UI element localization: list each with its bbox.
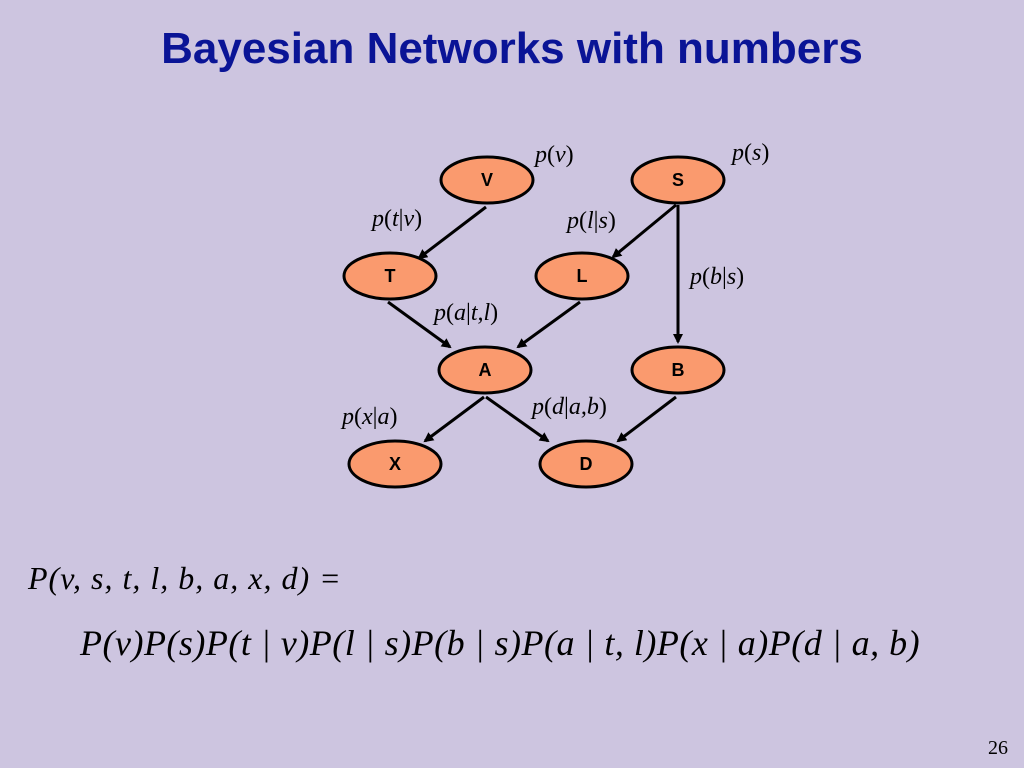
label-p-s-open: ( [744, 140, 752, 166]
edge-l-a [516, 300, 581, 349]
label-p-a-given-t-l-var: a [454, 300, 466, 326]
label-p-v-close: ) [566, 142, 574, 168]
label-p-b-given-s-close: ) [736, 264, 744, 290]
label-p-s: p(s) [730, 140, 769, 166]
label-p-l-given-s: p(l|s) [565, 208, 616, 234]
label-p-b-given-s-p: p [688, 264, 702, 290]
label-p-t-given-v-open: ( [384, 206, 392, 232]
label-p-l-given-s-open: ( [579, 208, 587, 234]
edge-t-a [387, 300, 452, 349]
node-l-shape [534, 251, 630, 301]
edges [387, 203, 683, 443]
label-p-a-given-t-l-open: ( [446, 300, 454, 326]
node-a-shape [437, 345, 533, 395]
edge-a-x [423, 395, 485, 443]
label-p-x-given-a-given: a [377, 404, 389, 430]
label-p-x-given-a-close: ) [389, 404, 397, 430]
node-b-label: B [672, 360, 685, 380]
label-p-x-given-a-bar: | [373, 404, 378, 430]
node-s-label: S [672, 170, 684, 190]
label-p-s-p: p [730, 140, 744, 166]
label-p-t-given-v-var: t [392, 206, 400, 232]
joint-probability-lhs: P(v, s, t, l, b, a, x, d) = [28, 560, 342, 596]
label-p-t-given-v-given: v [403, 206, 414, 232]
label-p-b-given-s-var: b [710, 264, 722, 290]
label-p-d-given-a-b-close: ) [599, 394, 607, 420]
label-p-b-given-s-open: ( [702, 264, 710, 290]
label-p-b-given-s: p(b|s) [688, 264, 744, 290]
label-p-l-given-s-given: s [598, 208, 607, 234]
label-p-v-p: p [533, 142, 547, 168]
node-l-label: L [577, 266, 588, 286]
edge-b-d [616, 395, 677, 443]
label-p-d-given-a-b-var: d [552, 394, 565, 420]
label-p-d-given-a-b-bar: | [564, 394, 569, 420]
label-p-x-given-a: p(x|a) [340, 404, 397, 430]
node-d-label: D [580, 454, 593, 474]
label-p-x-given-a-var: x [361, 404, 373, 430]
label-p-t-given-v: p(t|v) [370, 206, 422, 232]
node-v-label: V [481, 170, 493, 190]
label-p-l-given-s-p: p [565, 208, 579, 234]
edge-a-d [485, 395, 550, 443]
slide-title: Bayesian Networks with numbers [161, 24, 863, 73]
label-p-a-given-t-l-given: t,l [471, 300, 491, 326]
label-p-b-given-s-given: s [727, 264, 736, 290]
label-p-x-given-a-p: p [340, 404, 354, 430]
label-p-a-given-t-l-close: ) [490, 300, 498, 326]
edge-v-t [417, 205, 487, 260]
node-x: X [347, 439, 443, 489]
node-t-shape [342, 251, 438, 301]
label-p-a-given-t-l-p: p [432, 300, 446, 326]
node-v: V [439, 155, 535, 205]
node-d-shape [538, 439, 634, 489]
label-p-l-given-s-close: ) [608, 208, 616, 234]
label-p-a-given-t-l: p(a|t,l) [432, 300, 498, 326]
label-p-t-given-v-bar: | [399, 206, 404, 232]
label-p-t-given-v-close: ) [414, 206, 422, 232]
label-p-x-given-a-open: ( [354, 404, 362, 430]
label-p-v-open: ( [547, 142, 555, 168]
label-p-b-given-s-bar: | [722, 264, 727, 290]
node-b: B [630, 345, 726, 395]
node-t-label: T [385, 266, 396, 286]
node-t: T [342, 251, 438, 301]
node-a: A [437, 345, 533, 395]
node-d: D [538, 439, 634, 489]
page-number: 26 [988, 737, 1008, 759]
node-s-shape [630, 155, 726, 205]
label-p-v: p(v) [533, 142, 574, 168]
joint-probability-factorization: P(v)P(s)P(t | v)P(l | s)P(b | s)P(a | t,… [80, 623, 921, 663]
label-p-a-given-t-l-bar: | [466, 300, 471, 326]
label-p-s-var: s [752, 140, 761, 166]
node-l: L [534, 251, 630, 301]
label-p-v-var: v [555, 142, 566, 168]
label-p-d-given-a-b-given: a,b [569, 394, 599, 420]
node-x-shape [347, 439, 443, 489]
node-b-shape [630, 345, 726, 395]
edge-s-l [611, 203, 677, 259]
node-x-label: X [389, 454, 401, 474]
label-p-s-close: ) [761, 140, 769, 166]
label-p-d-given-a-b-open: ( [544, 394, 552, 420]
node-a-label: A [479, 360, 492, 380]
label-p-t-given-v-p: p [370, 206, 384, 232]
node-v-shape [439, 155, 535, 205]
label-p-d-given-a-b: p(d|a,b) [530, 394, 607, 420]
label-p-l-given-s-bar: | [594, 208, 599, 234]
node-s: S [630, 155, 726, 205]
label-p-d-given-a-b-p: p [530, 394, 544, 420]
label-p-l-given-s-var: l [587, 208, 594, 234]
